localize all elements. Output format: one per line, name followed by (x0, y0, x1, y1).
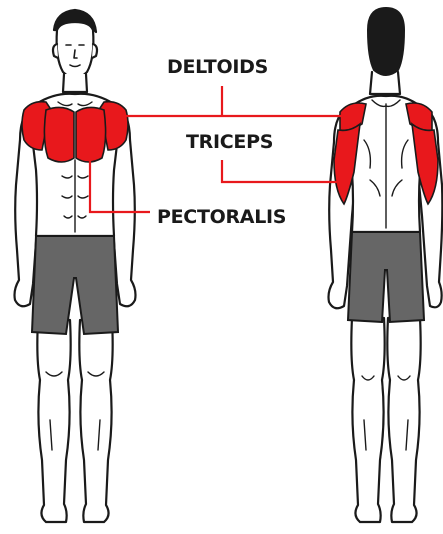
leader-triceps (222, 160, 346, 182)
back-head (368, 8, 404, 75)
label-deltoids: DELTOIDS (167, 56, 268, 78)
front-pectoralis-left (44, 107, 74, 162)
back-shorts (348, 232, 424, 322)
back-right-leg (387, 318, 420, 522)
front-right-leg (79, 320, 112, 522)
front-left-leg (37, 320, 70, 522)
front-shorts (32, 236, 118, 334)
label-pectoralis: PECTORALIS (157, 206, 286, 228)
back-left-leg (351, 318, 384, 522)
label-triceps: TRICEPS (186, 131, 273, 153)
front-neck (63, 74, 87, 92)
